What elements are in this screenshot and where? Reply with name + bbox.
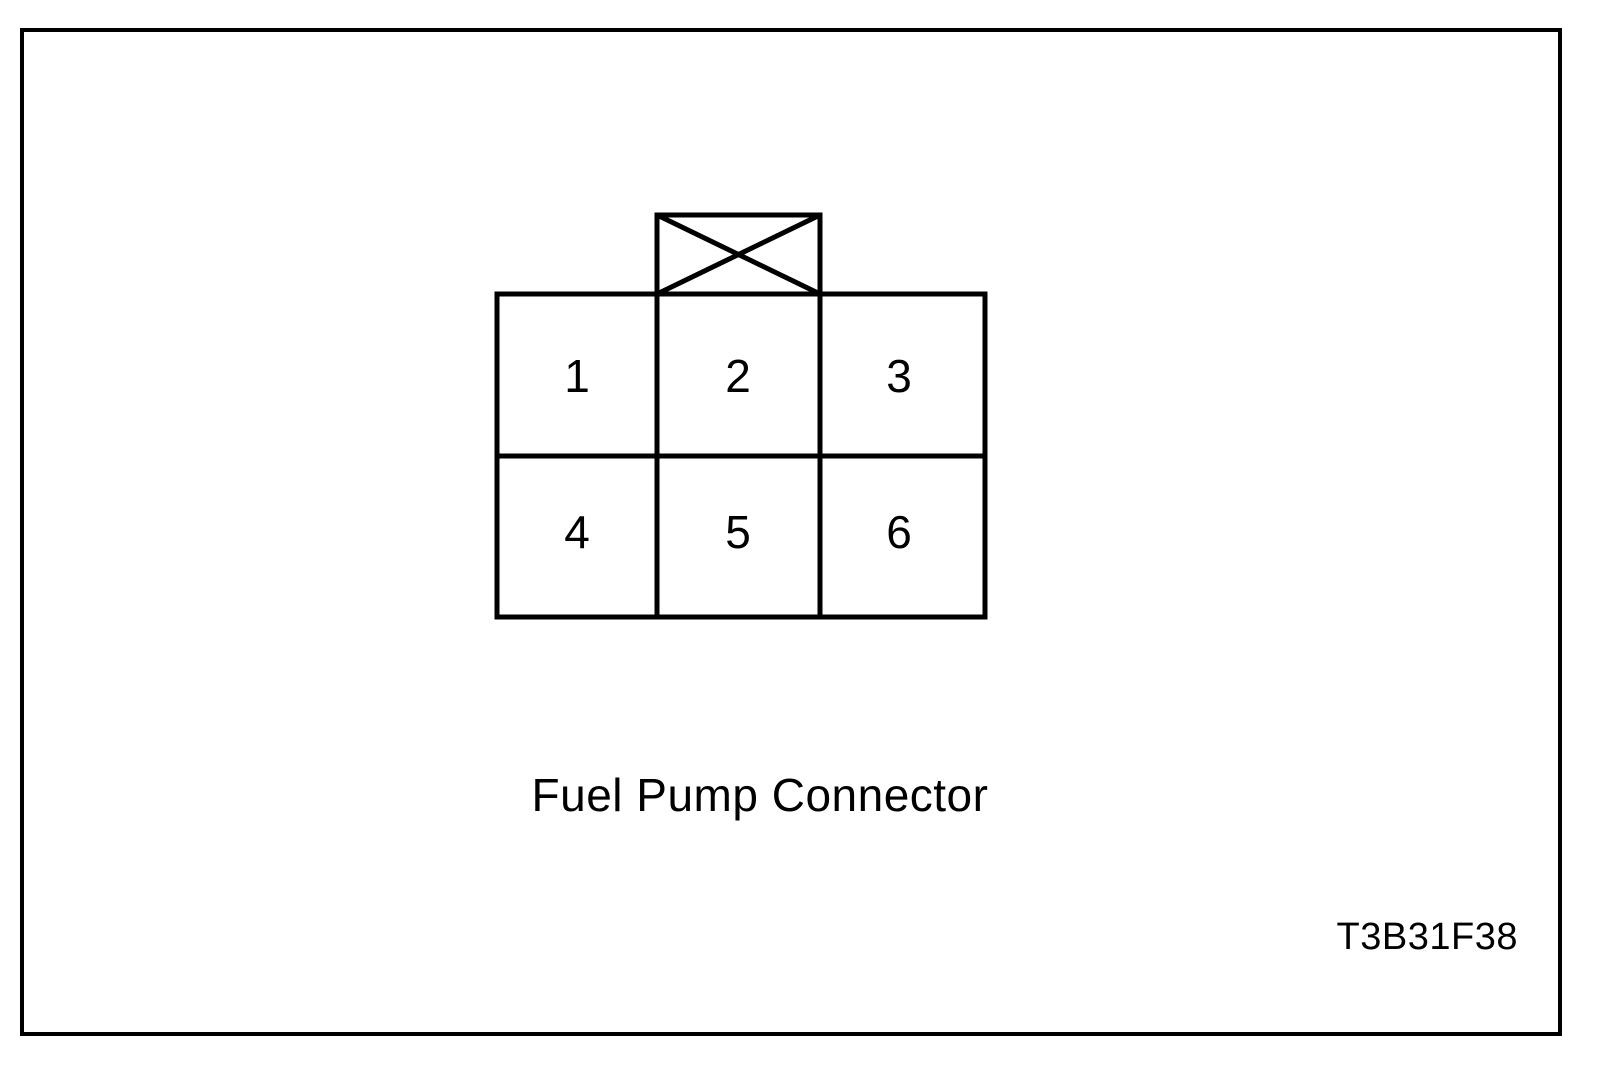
pin-label-3: 3 <box>886 350 912 402</box>
pin-label-1: 1 <box>564 350 590 402</box>
page-border <box>20 28 1562 1036</box>
pin-label-2: 2 <box>725 350 751 402</box>
figure-caption: Fuel Pump Connector <box>531 769 989 821</box>
connector-body <box>494 291 988 620</box>
locking-tab-diagonal-2 <box>655 212 822 297</box>
connector-svg: 1 2 3 4 5 6 <box>494 212 988 620</box>
figure-reference-code: T3B31F38 <box>1336 916 1518 958</box>
pin-label-4: 4 <box>564 506 590 558</box>
pin-label-5: 5 <box>725 506 751 558</box>
fuel-pump-connector-diagram: 1 2 3 4 5 6 <box>490 208 994 626</box>
locking-tab <box>654 212 823 297</box>
pin-label-6: 6 <box>886 506 912 558</box>
